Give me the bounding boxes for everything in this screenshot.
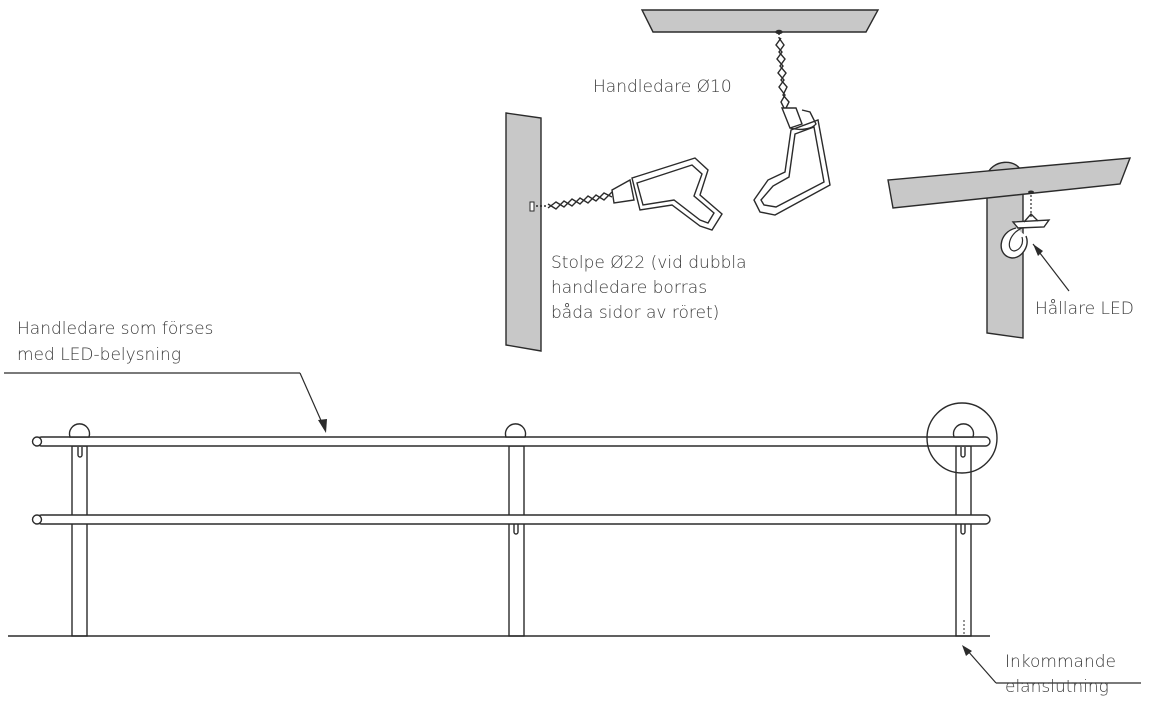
incoming-power-leader [966,649,1141,684]
led-handrail-arrowhead [318,419,327,433]
vertical-drill-icon [753,29,831,216]
bottom-handrail [36,514,991,525]
detail-highlight-circle [926,402,998,474]
post-drill-label-line-2: handledare borras [551,278,708,298]
post-drill-label-line-3: båda sidor av röret) [551,303,720,323]
top-handrail [36,436,991,447]
post-plate [505,112,542,352]
incoming-power-label-line-2: elanslutning [1005,677,1109,697]
led-lamp-left [68,423,91,438]
handrail-drill-label: Handledare Ø10 [593,77,732,97]
railing-post-left [71,445,88,637]
incoming-power-label-line-1: Inkommande [1005,652,1116,672]
led-holder-detail [887,157,1132,339]
led-holder-arrowhead [1033,244,1043,256]
railing-post-middle [508,445,525,637]
railing [31,423,991,637]
railing-post-right [955,445,972,637]
led-lamp-middle [504,423,527,438]
led-handrail-label-line-2: med LED-belysning [17,345,182,365]
led-handrail-leader [4,372,324,426]
incoming-power-arrowhead [962,645,972,656]
horizontal-drill-icon [536,157,723,231]
ceiling-plate [640,9,880,33]
led-holder-label: Hållare LED [1035,299,1134,319]
post-drill-label-line-1: Stolpe Ø22 (vid dubbla [551,253,747,273]
led-handrail-label-line-1: Handledare som förses [17,319,214,339]
led-lamp-right [952,423,975,438]
